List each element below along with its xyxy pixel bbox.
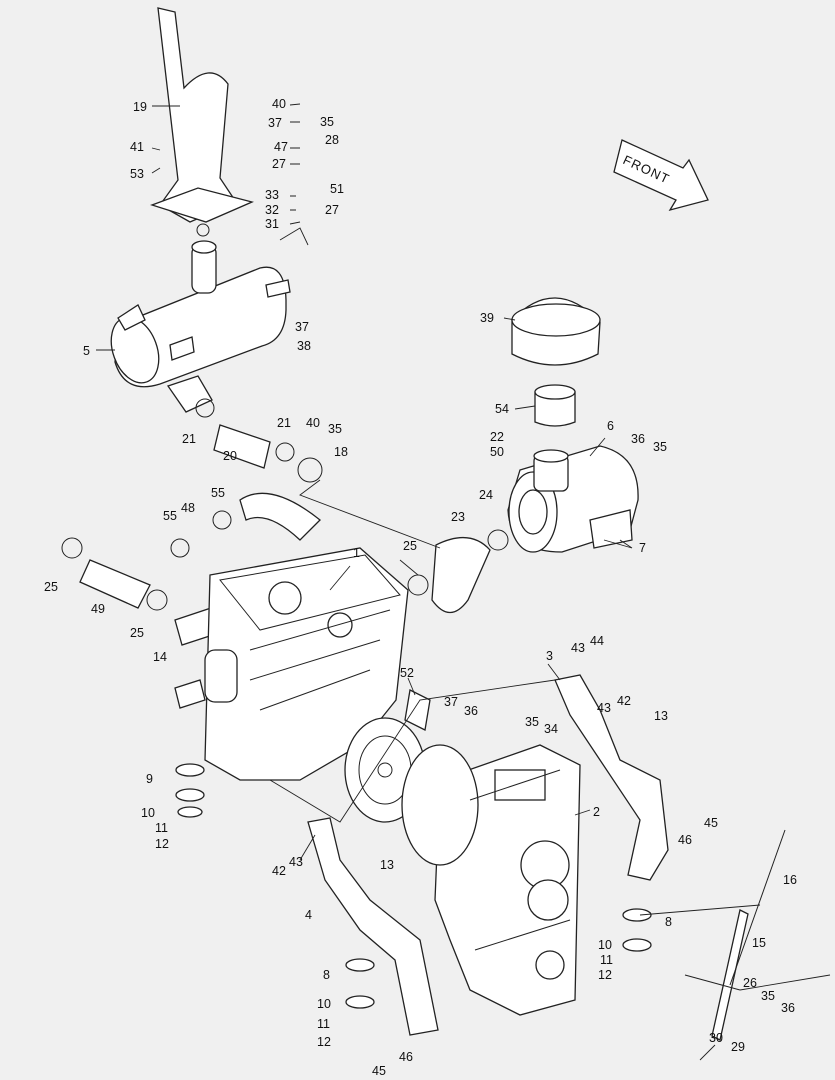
callout-37: 37 (444, 695, 458, 709)
callout-2: 2 (593, 805, 600, 819)
engine-mounts (175, 763, 652, 1009)
callout-54: 54 (495, 402, 509, 416)
callout-49: 49 (91, 602, 105, 616)
callout-6: 6 (607, 419, 614, 433)
callout-14: 14 (153, 650, 167, 664)
callout-21: 21 (182, 432, 196, 446)
callout-29: 29 (731, 1040, 745, 1054)
intake-hoses (61, 398, 509, 646)
callout-25: 25 (130, 626, 144, 640)
callout-38: 38 (297, 339, 311, 353)
callout-40: 40 (272, 97, 286, 111)
exhaust-stack (149, 7, 254, 237)
callout-9: 9 (146, 772, 153, 786)
callout-12: 12 (317, 1035, 331, 1049)
left-mount-bracket (307, 817, 439, 1036)
callout-35: 35 (328, 422, 342, 436)
callout-3: 3 (546, 649, 553, 663)
callout-10: 10 (141, 806, 155, 820)
callout-35: 35 (761, 989, 775, 1003)
callout-15: 15 (752, 936, 766, 950)
callout-36: 36 (781, 1001, 795, 1015)
callout-13: 13 (654, 709, 668, 723)
callout-7: 7 (639, 541, 646, 555)
callout-34: 34 (544, 722, 558, 736)
leader-lines (96, 103, 831, 1061)
callout-8: 8 (665, 915, 672, 929)
callout-12: 12 (598, 968, 612, 982)
callout-48: 48 (181, 501, 195, 515)
callout-37: 37 (295, 320, 309, 334)
callout-12: 12 (155, 837, 169, 851)
callout-11: 11 (155, 821, 168, 835)
callout-40: 40 (306, 416, 320, 430)
callout-35: 35 (320, 115, 334, 129)
callout-11: 11 (317, 1017, 330, 1031)
transmission (401, 744, 581, 1016)
callout-28: 28 (325, 133, 339, 147)
callout-46: 46 (399, 1050, 413, 1064)
callout-41: 41 (130, 140, 144, 154)
callout-46: 46 (678, 833, 692, 847)
callout-32: 32 (265, 203, 279, 217)
air-cleaner-cap (511, 297, 601, 427)
callout-45: 45 (372, 1064, 386, 1078)
callout-20: 20 (223, 449, 237, 463)
callout-50: 50 (490, 445, 504, 459)
callout-5: 5 (83, 344, 90, 358)
callout-24: 24 (479, 488, 493, 502)
muffler (110, 240, 291, 413)
callout-45: 45 (704, 816, 718, 830)
callout-22: 22 (490, 430, 504, 444)
callout-19: 19 (133, 100, 147, 114)
callout-44: 44 (590, 634, 604, 648)
callout-18: 18 (334, 445, 348, 459)
callout-55: 55 (211, 486, 225, 500)
callout-39: 39 (480, 311, 494, 325)
callout-11: 11 (600, 953, 613, 967)
callout-53: 53 (130, 167, 144, 181)
callout-55: 55 (163, 509, 177, 523)
dipstick-tube (684, 829, 786, 1041)
front-direction-arrow: FRONT (613, 139, 709, 212)
air-cleaner (507, 445, 639, 553)
callout-10: 10 (317, 997, 331, 1011)
callout-31: 31 (265, 217, 279, 231)
callout-42: 42 (272, 864, 286, 878)
callout-8: 8 (323, 968, 330, 982)
callout-35: 35 (653, 440, 667, 454)
callout-16: 16 (783, 873, 797, 887)
callout-30: 30 (709, 1031, 723, 1045)
callout-36: 36 (464, 704, 478, 718)
callout-27: 27 (272, 157, 286, 171)
callout-4: 4 (305, 908, 312, 922)
callout-labels: 19 41 53 40 37 35 28 47 27 51 33 32 27 3… (44, 97, 797, 1078)
callout-33: 33 (265, 188, 279, 202)
callout-37: 37 (268, 116, 282, 130)
callout-42: 42 (617, 694, 631, 708)
callout-10: 10 (598, 938, 612, 952)
callout-25: 25 (44, 580, 58, 594)
callout-52: 52 (400, 666, 414, 680)
callout-13: 13 (380, 858, 394, 872)
callout-26: 26 (743, 976, 757, 990)
callout-35: 35 (525, 715, 539, 729)
callout-43: 43 (597, 701, 611, 715)
callout-43: 43 (571, 641, 585, 655)
callout-27: 27 (325, 203, 339, 217)
callout-25: 25 (403, 539, 417, 553)
right-mount-bracket (554, 674, 669, 881)
callout-21: 21 (277, 416, 291, 430)
engine (174, 547, 409, 781)
callout-36: 36 (631, 432, 645, 446)
callout-51: 51 (330, 182, 344, 196)
callout-43: 43 (289, 855, 303, 869)
callout-47: 47 (274, 140, 288, 154)
callout-23: 23 (451, 510, 465, 524)
callout-1: 1 (353, 546, 360, 560)
